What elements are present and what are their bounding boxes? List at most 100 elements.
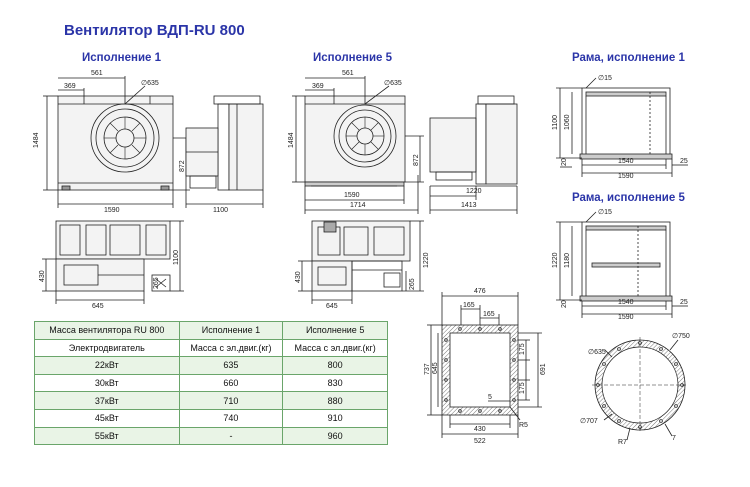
table-row: 37кВт 710 880 <box>34 391 388 410</box>
dim-frame5-1220: 1220 <box>552 252 559 268</box>
dim-1714-isp5: 1714 <box>350 202 366 209</box>
dim-frame5-20: 20 <box>561 300 568 308</box>
table-cell: 880 <box>282 391 388 410</box>
dim-635-isp5: ∅635 <box>384 80 402 87</box>
dim-frame1-1060: 1060 <box>564 114 571 130</box>
dim-round-635: ∅635 <box>588 349 606 356</box>
dim-645-isp1: 645 <box>92 303 104 310</box>
table-subheader-cell: Масса с эл.двиг.(кг) <box>282 339 388 358</box>
dim-1590-isp5: 1590 <box>344 192 360 199</box>
dim-1484-isp1: 1484 <box>33 132 40 148</box>
dim-outlet-522: 522 <box>474 438 486 445</box>
dim-645-isp5: 645 <box>326 303 338 310</box>
table-cell: 30кВт <box>34 374 180 393</box>
dim-outlet-691: 691 <box>540 363 547 375</box>
dim-1220-side-isp5: 1220 <box>466 188 482 195</box>
table-cell: 740 <box>178 409 283 428</box>
table-cell: 37кВт <box>34 391 180 410</box>
dim-outlet-175a: 175 <box>519 343 526 355</box>
isp1-top-view <box>42 220 184 304</box>
table-cell: 910 <box>282 409 388 428</box>
isp5-side-view <box>429 95 518 214</box>
dim-frame5-1590: 1590 <box>618 314 634 321</box>
table-cell: 22кВт <box>34 356 180 375</box>
dim-561-isp5: 561 <box>342 70 354 77</box>
dim-frame5-25: 25 <box>680 299 688 306</box>
table-cell: 45кВт <box>34 409 180 428</box>
dim-430-isp5: 430 <box>295 271 302 283</box>
table-row: 22кВт 635 800 <box>34 356 388 375</box>
dim-frame1-25: 25 <box>680 158 688 165</box>
dim-1590-isp1: 1590 <box>104 207 120 214</box>
dim-frame1-1540: 1540 <box>618 158 634 165</box>
table-cell: 830 <box>282 374 388 393</box>
dim-635-isp1: ∅635 <box>141 80 159 87</box>
dim-frame5-1180: 1180 <box>564 253 571 268</box>
dim-frame5-1540: 1540 <box>618 299 634 306</box>
view-title-isp5: Исполнение 5 <box>313 52 392 64</box>
dim-1413-isp5: 1413 <box>461 202 477 209</box>
dim-outlet-5: 5 <box>488 394 492 401</box>
table-cell: 660 <box>178 374 283 393</box>
dim-561-isp1: 561 <box>91 70 103 77</box>
dim-outlet-r5: R5 <box>519 422 528 429</box>
dim-round-707: ∅707 <box>580 418 598 425</box>
frame5-drawing <box>556 211 688 318</box>
dim-369-isp5: 369 <box>312 83 324 90</box>
round-flange-drawing <box>592 337 688 441</box>
dim-round-7: 7 <box>672 435 676 442</box>
dim-frame5-d15: ∅15 <box>598 209 612 216</box>
dim-frame1-1100: 1100 <box>552 115 559 130</box>
dim-round-r7: R7 <box>618 439 627 446</box>
isp5-front-view <box>292 76 424 214</box>
dim-outlet-737: 737 <box>424 363 431 375</box>
view-title-frame5: Рама, исполнение 5 <box>572 192 685 204</box>
dim-430-isp1: 430 <box>39 270 46 282</box>
outlet-flange-drawing <box>427 292 542 438</box>
dim-1100b-isp1: 1100 <box>173 250 180 265</box>
table-header-row: Масса вентилятора RU 800 Исполнение 1 Ис… <box>34 321 388 340</box>
table-subheader-cell: Электродвигатель <box>34 339 180 358</box>
table-header-cell: Масса вентилятора RU 800 <box>34 321 180 340</box>
dim-frame1-d15: ∅15 <box>598 75 612 82</box>
dim-outlet-175b: 175 <box>519 382 526 394</box>
dim-265-isp5: 265 <box>409 278 416 290</box>
view-title-frame1: Рама, исполнение 1 <box>572 52 685 64</box>
table-subheader-cell: Масса с эл.двиг.(кг) <box>178 339 283 358</box>
dim-1220-top-isp5: 1220 <box>423 252 430 268</box>
dim-outlet-430: 430 <box>474 426 486 433</box>
dim-outlet-645: 645 <box>432 362 439 374</box>
table-cell: - <box>178 427 283 446</box>
table-subheader-row: Электродвигатель Масса с эл.двиг.(кг) Ма… <box>34 339 388 358</box>
dim-frame1-20: 20 <box>561 158 568 166</box>
dim-outlet-476: 476 <box>474 288 486 295</box>
dim-1100-isp1: 1100 <box>213 207 228 214</box>
isp1-front-view <box>43 76 190 208</box>
dim-1484-isp5: 1484 <box>288 132 295 148</box>
dim-outlet-165a: 165 <box>463 302 475 309</box>
table-row: 30кВт 660 830 <box>34 374 388 393</box>
table-cell: 55кВт <box>34 427 180 446</box>
table-row: 55кВт - 960 <box>34 427 388 446</box>
table-cell: 800 <box>282 356 388 375</box>
page-title: Вентилятор ВДП-RU 800 <box>64 22 245 39</box>
table-cell: 635 <box>178 356 283 375</box>
frame1-drawing <box>556 77 688 177</box>
isp5-top-view <box>298 220 424 304</box>
dim-265-isp1: 265 <box>153 277 160 289</box>
table-header-cell: Исполнение 1 <box>178 321 283 340</box>
dim-872-isp1: 872 <box>179 160 186 172</box>
dim-872-isp5: 872 <box>413 154 420 166</box>
view-title-isp1: Исполнение 1 <box>82 52 161 64</box>
isp1-side-view <box>185 95 264 208</box>
dim-outlet-165b: 165 <box>483 311 495 318</box>
dim-frame1-1590: 1590 <box>618 173 634 180</box>
table-row: 45кВт 740 910 <box>34 409 388 428</box>
dim-369-isp1: 369 <box>64 83 76 90</box>
dim-round-750: ∅750 <box>672 333 690 340</box>
mass-table: Масса вентилятора RU 800 Исполнение 1 Ис… <box>34 321 388 446</box>
table-cell: 710 <box>178 391 283 410</box>
table-header-cell: Исполнение 5 <box>282 321 388 340</box>
table-cell: 960 <box>282 427 388 446</box>
